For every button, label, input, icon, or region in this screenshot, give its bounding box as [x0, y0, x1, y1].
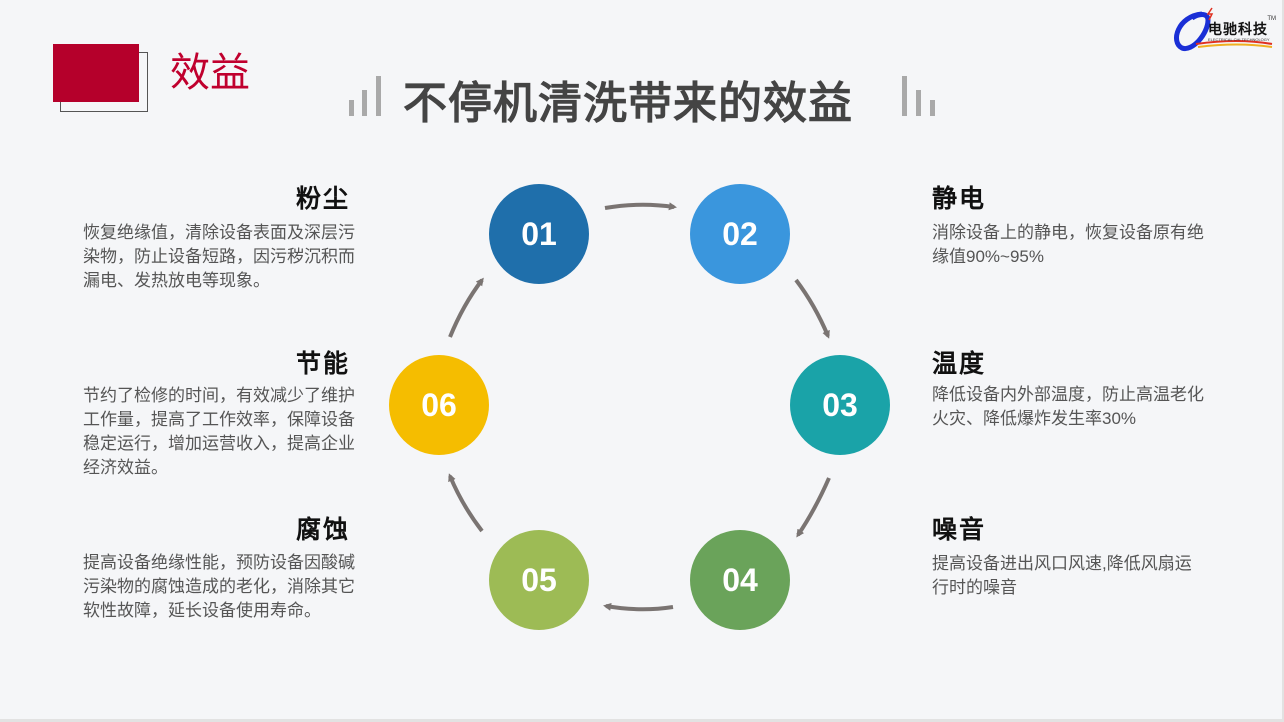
- arrow-05-06: [448, 473, 484, 533]
- item-title-energy: 节能: [295, 350, 350, 378]
- slide-edge-right: [1282, 0, 1284, 722]
- step-circle-04: 04: [690, 530, 790, 630]
- arrow-06-01: [448, 277, 484, 338]
- item-body-static: 消除设备上的静电，恢复设备原有绝缘值90%~95%: [932, 223, 1204, 266]
- company-logo: 电驰科技 ELECTRICAL CHI TECHNOLOGY TM: [1168, 4, 1278, 54]
- item-body-energy: 节约了检修的时间，有效减少了维护工作量，提高了工作效率，保障设备稳定运行，增加运…: [83, 386, 355, 477]
- item-title-noise: 噪音: [932, 516, 987, 544]
- logo-tm: TM: [1267, 16, 1276, 22]
- page-title: 不停机清洗带来的效益: [403, 79, 853, 128]
- item-body-dust: 恢复绝缘值，清除设备表面及深层污染物，防止设备短路，因污秽沉积而漏电、发热放电等…: [83, 223, 355, 290]
- item-body-temperature: 降低设备内外部温度，防止高温老化火灾、降低爆炸发生率30%: [932, 385, 1204, 428]
- arrow-04-05: [603, 602, 674, 612]
- logo-text: 电驰科技: [1208, 21, 1268, 37]
- item-title-static: 静电: [932, 185, 987, 213]
- logo-subtext: ELECTRICAL CHI TECHNOLOGY: [1208, 37, 1270, 42]
- section-title: 效益: [170, 51, 250, 95]
- arrow-02-03: [794, 278, 830, 339]
- item-body-corrosion: 提高设备绝缘性能，预防设备因酸碱污染物的腐蚀造成的老化，消除其它软性故障，延长设…: [83, 553, 355, 620]
- item-title-dust: 粉尘: [295, 185, 350, 213]
- step-circle-01: 01: [489, 184, 589, 284]
- section-marker: [53, 44, 139, 102]
- arrow-03-04: [796, 477, 831, 538]
- slide-edge-bottom: [0, 719, 1284, 722]
- step-circle-06: 06: [389, 355, 489, 455]
- step-circle-02: 02: [690, 184, 790, 284]
- step-circle-03: 03: [790, 355, 890, 455]
- arrow-01-02: [604, 202, 677, 211]
- item-title-temperature: 温度: [932, 350, 987, 378]
- item-body-noise: 提高设备进出风口风速,降低风扇运行时的噪音: [932, 554, 1192, 597]
- item-title-corrosion: 腐蚀: [295, 516, 350, 544]
- logo-swoosh-icon: [1174, 7, 1273, 51]
- step-circle-05: 05: [489, 530, 589, 630]
